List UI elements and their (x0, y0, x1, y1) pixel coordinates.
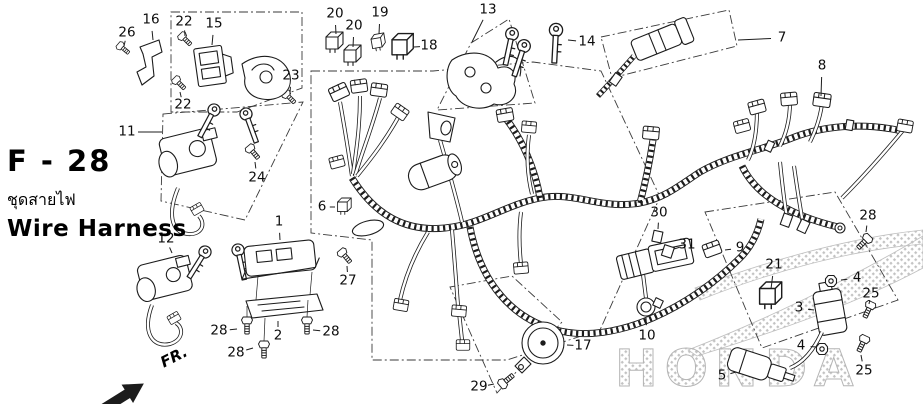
part-label-31-26: 31 (678, 236, 696, 253)
harness-connectors (327, 78, 915, 351)
part-label-20-8: 20 (326, 5, 344, 22)
parts (114, 17, 878, 391)
bolt-27 (335, 246, 355, 267)
bolt-25a (859, 299, 878, 321)
harness-branch-wires (338, 95, 907, 341)
part-label-27-33: 27 (339, 272, 357, 289)
part-label-1-31: 1 (274, 213, 284, 230)
part-label-4-19: 4 (852, 269, 862, 286)
bolt-28c (258, 340, 270, 359)
relay-18 (391, 32, 414, 60)
part-label-18-11: 18 (420, 37, 438, 54)
relay-20b (343, 44, 362, 67)
part-label-13-12: 13 (479, 1, 497, 18)
part-label-8-15: 8 (817, 57, 827, 74)
part-label-14-13: 14 (578, 33, 596, 50)
part-label-10-27: 10 (638, 327, 656, 344)
part-label-22-4: 22 (174, 96, 192, 113)
wire-harness-drawing (327, 78, 915, 351)
part-label-12-30: 12 (157, 230, 175, 247)
socket-7 (598, 17, 695, 96)
cdi-unit-15 (193, 44, 234, 88)
title-english: Wire Harness (7, 216, 187, 242)
part-label-4-22: 4 (796, 337, 806, 354)
relay-6 (337, 197, 352, 215)
part-label-5-24: 5 (717, 367, 727, 384)
bolt-29 (495, 370, 518, 391)
part-label-9-17: 9 (735, 239, 745, 256)
screw-22a (176, 30, 195, 49)
bracket-16 (136, 39, 163, 86)
nut-4a (824, 274, 838, 288)
part-label-2-35: 2 (273, 327, 283, 344)
part-label-26-0: 26 (118, 24, 136, 41)
diode-19 (369, 32, 387, 52)
title-block: F - 28 ชุดสายไฟ Wire Harness (7, 144, 187, 242)
connector-part-9 (701, 239, 723, 259)
part-label-19-10: 19 (371, 4, 389, 21)
connector-part-10 (636, 297, 664, 317)
lock-bracket (241, 55, 291, 101)
clip-part-30 (651, 229, 664, 244)
fr-arrow (99, 383, 144, 404)
part-label-7-14: 7 (777, 29, 787, 46)
relay-20a (325, 31, 344, 54)
part-label-29-29: 29 (470, 378, 488, 395)
part-label-28-36: 28 (322, 323, 340, 340)
screw-24 (243, 142, 263, 163)
lock-set-13 (446, 52, 522, 109)
connector-part-8 (812, 91, 832, 109)
part-label-20-9: 20 (345, 17, 363, 34)
bolt-28a (241, 316, 253, 335)
figure-code: F - 28 (7, 144, 112, 178)
screw-26 (114, 40, 133, 57)
part-label-25-20: 25 (862, 285, 880, 302)
part-label-22-2: 22 (175, 13, 193, 30)
part-label-11-6: 11 (118, 123, 136, 140)
key-11b (237, 105, 263, 146)
part-label-28-34: 28 (210, 322, 228, 339)
part-label-16-1: 16 (142, 11, 160, 28)
title-thai: ชุดสายไฟ (7, 190, 76, 209)
ecu-1 (241, 239, 320, 280)
part-label-15-3: 15 (205, 15, 223, 32)
part-label-28-16: 28 (859, 207, 877, 224)
ignition-switch-11 (158, 127, 218, 237)
part-label-17-28: 17 (574, 337, 592, 354)
part-label-25-23: 25 (855, 362, 873, 379)
part-label-30-25: 30 (650, 204, 668, 221)
plug-cap-5 (726, 347, 796, 382)
key-14 (547, 22, 564, 64)
part-label-3-21: 3 (794, 299, 804, 316)
part-label-21-18: 21 (765, 256, 783, 273)
clip-part-31 (660, 244, 675, 259)
ignition-switch-12 (136, 254, 193, 347)
horn-17 (514, 321, 565, 374)
part-label-6-32: 6 (317, 198, 327, 215)
part-label-23-5: 23 (282, 67, 300, 84)
part-label-24-7: 24 (248, 169, 266, 186)
relay-21 (758, 281, 783, 310)
screw-22b (170, 74, 189, 93)
nut-4b (815, 342, 829, 356)
bolt-28b (301, 316, 313, 335)
part-label-28-37: 28 (227, 344, 245, 361)
bracket-plate-2 (245, 293, 324, 319)
